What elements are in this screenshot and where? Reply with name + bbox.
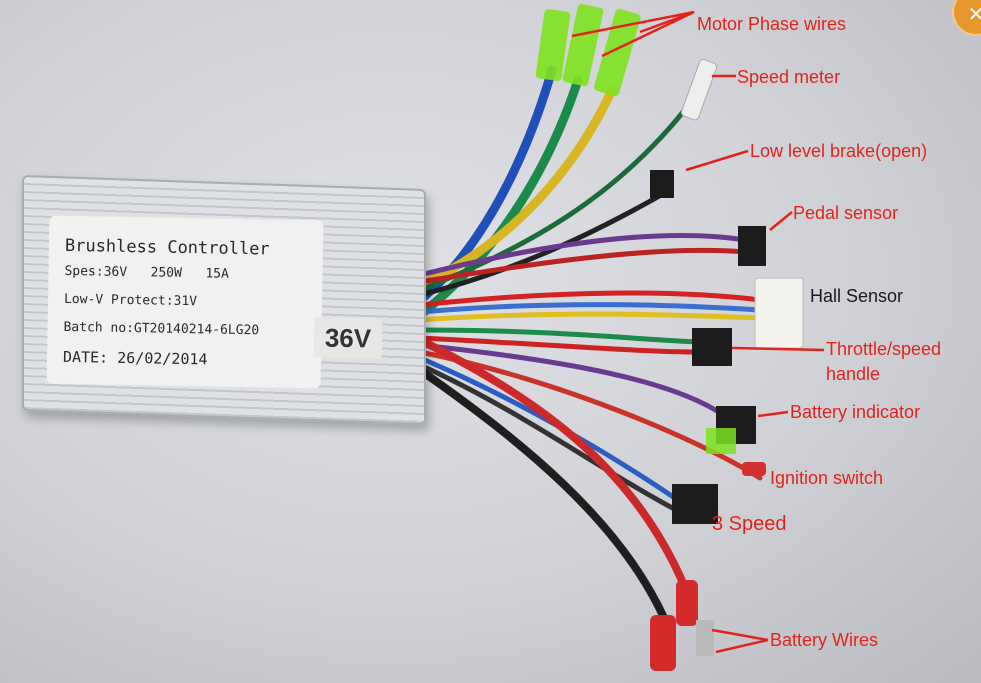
wire-throttle-1 bbox=[417, 327, 703, 345]
battery-indicator-sleeve bbox=[706, 428, 736, 454]
annotation-battery-wires: Battery Wires bbox=[770, 630, 879, 650]
annotation-battery-indicator: Battery indicator bbox=[790, 402, 921, 422]
wire-ignition bbox=[417, 349, 763, 481]
wire-pedal bbox=[417, 232, 748, 278]
wire-throttle-2 bbox=[417, 335, 703, 355]
arrow-brake bbox=[685, 149, 749, 172]
wire-battery-black bbox=[416, 366, 669, 624]
arrow-pedal bbox=[769, 211, 793, 231]
voltage-tag: 36V bbox=[313, 317, 383, 359]
throttle-connector bbox=[692, 328, 732, 366]
controller-label: Brushless Controller Spes:36V 250W 15A L… bbox=[46, 215, 324, 389]
wire-batt-ind bbox=[417, 342, 733, 423]
annotation-throttle-2: handle bbox=[826, 364, 881, 384]
three-speed-connector bbox=[672, 484, 718, 524]
annotation-brake: Low level brake(open) bbox=[750, 141, 928, 161]
speed-meter-connector bbox=[680, 59, 718, 121]
arrow-battery-wires bbox=[711, 628, 769, 642]
annotation-pedal: Pedal sensor bbox=[793, 203, 899, 223]
label-specs: Spes:36V 250W 15A bbox=[64, 263, 229, 282]
wire-hall-2 bbox=[417, 302, 763, 315]
wire-hall-3 bbox=[417, 311, 763, 323]
battery-terminal-red bbox=[650, 615, 676, 671]
motor-phase-connector bbox=[535, 9, 571, 81]
label-low-v: Low-V Protect:31V bbox=[63, 291, 198, 310]
annotation-throttle-1: Throttle/speed bbox=[826, 339, 942, 359]
arrow-battery-wires bbox=[715, 638, 769, 654]
annotation-hall: Hall Sensor bbox=[810, 286, 904, 306]
arrow-throttle bbox=[731, 346, 825, 352]
arrow-motor-phase bbox=[571, 10, 695, 38]
wire-3speed-2 bbox=[417, 362, 683, 515]
arrow-motor-phase bbox=[601, 10, 695, 58]
brake-connector bbox=[650, 170, 674, 198]
battery-terminal-red bbox=[676, 580, 698, 626]
wire-battery-red bbox=[416, 336, 694, 604]
ignition-connector bbox=[742, 462, 766, 476]
hall-sensor-connector bbox=[754, 277, 804, 349]
annotation-ignition: Ignition switch bbox=[770, 468, 884, 488]
arrow-battery-indicator bbox=[757, 410, 789, 418]
pedal-sensor-connector bbox=[738, 226, 766, 266]
wire-green-phase bbox=[415, 75, 583, 320]
motor-phase-connector bbox=[562, 3, 604, 87]
annotation-speed-meter: Speed meter bbox=[737, 67, 841, 87]
annotation-3-speed: 3 Speed bbox=[712, 513, 787, 535]
annotation-motor-phase: Motor Phase wires bbox=[697, 14, 847, 34]
battery-terminal-metal bbox=[696, 620, 714, 656]
motor-phase-connector bbox=[594, 8, 641, 96]
arrow-motor-phase bbox=[639, 10, 695, 34]
connectors bbox=[535, 3, 804, 671]
wire-pedal2 bbox=[417, 247, 748, 285]
label-batch: Batch no:GT20140214-6LG20 bbox=[63, 319, 260, 339]
label-title: Brushless Controller bbox=[64, 235, 270, 260]
wire-hall-1 bbox=[417, 290, 763, 308]
label-date: DATE: 26/02/2014 bbox=[62, 347, 208, 369]
